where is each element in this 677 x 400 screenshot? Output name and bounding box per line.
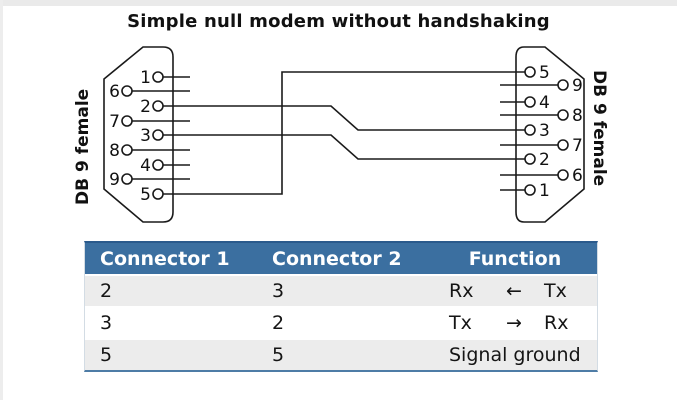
pin-number: 8 bbox=[109, 141, 120, 161]
table-row: 3 2 Tx → Rx bbox=[85, 306, 597, 338]
pin-number: 4 bbox=[539, 93, 550, 113]
left-pin-2: 2 bbox=[140, 97, 164, 117]
pin-circle bbox=[524, 66, 536, 78]
left-pin-5: 5 bbox=[140, 185, 164, 205]
right-pin-9: 9 bbox=[500, 76, 583, 96]
right-pin-8: 8 bbox=[500, 106, 583, 126]
right-pin-4: 4 bbox=[500, 93, 550, 113]
pin-number: 1 bbox=[140, 68, 151, 88]
pin-circle bbox=[524, 96, 536, 108]
pin-number: 6 bbox=[109, 82, 120, 102]
connector1-pin: 2 bbox=[100, 280, 113, 302]
right-connector: DB 9 female 5 9 4 8 3 bbox=[500, 46, 609, 223]
function-text: Signal ground bbox=[449, 344, 581, 366]
right-pin-1: 1 bbox=[500, 181, 550, 201]
pin-circle bbox=[557, 79, 569, 91]
pin-number: 4 bbox=[140, 156, 151, 176]
left-pin-1: 1 bbox=[140, 68, 190, 88]
header-function: Function bbox=[468, 247, 562, 270]
function-signal-left: Tx bbox=[449, 312, 472, 334]
right-pin-7: 7 bbox=[500, 136, 583, 156]
connector2-pin: 2 bbox=[272, 312, 285, 334]
pin-circle bbox=[121, 115, 133, 127]
connector2-pin: 3 bbox=[272, 280, 285, 302]
pin-circle bbox=[557, 109, 569, 121]
pin-number: 7 bbox=[572, 136, 583, 156]
connector1-pin: 3 bbox=[100, 312, 113, 334]
pin-circle bbox=[152, 129, 164, 141]
function-cell: Tx → Rx bbox=[435, 312, 595, 334]
pin-circle bbox=[557, 169, 569, 181]
pin-circle bbox=[524, 184, 536, 196]
function-cell: Signal ground bbox=[435, 344, 595, 366]
pin-circle bbox=[152, 71, 164, 83]
pin-circle bbox=[152, 188, 164, 200]
pin-number: 2 bbox=[140, 97, 151, 117]
pin-number: 6 bbox=[572, 166, 583, 186]
pin-circle bbox=[152, 159, 164, 171]
pin-circle bbox=[121, 85, 133, 97]
pin-circle bbox=[121, 144, 133, 156]
pin-circle bbox=[152, 100, 164, 112]
pin-circle bbox=[524, 153, 536, 165]
left-connector-outline bbox=[103, 46, 174, 223]
left-pin-7: 7 bbox=[109, 112, 190, 132]
table-row: 2 3 Rx ← Tx bbox=[85, 274, 597, 306]
function-signal-left: Rx bbox=[449, 280, 474, 302]
wires bbox=[163, 71, 525, 195]
null-modem-wiring-diagram: DB 9 female 1 6 2 7 3 bbox=[73, 46, 609, 223]
left-pin-3: 3 bbox=[140, 126, 164, 146]
pin-circle bbox=[524, 124, 536, 136]
table-header-row: Connector 1 Connector 2 Function bbox=[85, 243, 597, 274]
left-connector: DB 9 female 1 6 2 7 3 bbox=[73, 46, 190, 223]
right-pin-2: 2 bbox=[524, 150, 550, 170]
pin-number: 3 bbox=[539, 121, 550, 141]
pin-circle bbox=[557, 139, 569, 151]
wire-left2-to-right3 bbox=[163, 105, 525, 131]
right-arrow-icon: → bbox=[506, 312, 522, 334]
right-pin-5: 5 bbox=[524, 63, 550, 83]
right-connector-label: DB 9 female bbox=[589, 70, 609, 186]
pin-circle bbox=[121, 173, 133, 185]
diagram-title: Simple null modem without handshaking bbox=[127, 11, 550, 32]
function-signal-right: Rx bbox=[544, 312, 569, 334]
pin-number: 2 bbox=[539, 150, 550, 170]
pin-number: 9 bbox=[572, 76, 583, 96]
pin-number: 1 bbox=[539, 181, 550, 201]
header-connector-2: Connector 2 bbox=[272, 247, 402, 270]
right-pin-6: 6 bbox=[500, 166, 583, 186]
header-connector-1: Connector 1 bbox=[100, 247, 230, 270]
pin-number: 3 bbox=[140, 126, 151, 146]
left-pin-9: 9 bbox=[109, 170, 190, 190]
right-pin-3: 3 bbox=[524, 121, 550, 141]
right-connector-outline bbox=[515, 46, 585, 223]
function-cell: Rx ← Tx bbox=[435, 280, 595, 302]
connector1-pin: 5 bbox=[100, 344, 113, 366]
table-row: 5 5 Signal ground bbox=[85, 338, 597, 370]
function-signal-right: Tx bbox=[544, 280, 567, 302]
window-edge-top bbox=[0, 0, 677, 6]
window-edge-left bbox=[0, 0, 3, 400]
left-pin-4: 4 bbox=[140, 156, 190, 176]
left-pin-8: 8 bbox=[109, 141, 190, 161]
pinout-table: Connector 1 Connector 2 Function 2 3 Rx … bbox=[84, 241, 598, 372]
pin-number: 9 bbox=[109, 170, 120, 190]
pin-number: 5 bbox=[140, 185, 151, 205]
wire-left3-to-right2 bbox=[163, 134, 525, 160]
left-arrow-icon: ← bbox=[506, 280, 522, 302]
pin-number: 7 bbox=[109, 112, 120, 132]
left-connector-label: DB 9 female bbox=[73, 89, 93, 205]
pin-number: 8 bbox=[572, 106, 583, 126]
connector2-pin: 5 bbox=[272, 344, 285, 366]
pin-number: 5 bbox=[539, 63, 550, 83]
left-pin-6: 6 bbox=[109, 82, 190, 102]
wire-ground-5-to-5 bbox=[163, 71, 525, 195]
